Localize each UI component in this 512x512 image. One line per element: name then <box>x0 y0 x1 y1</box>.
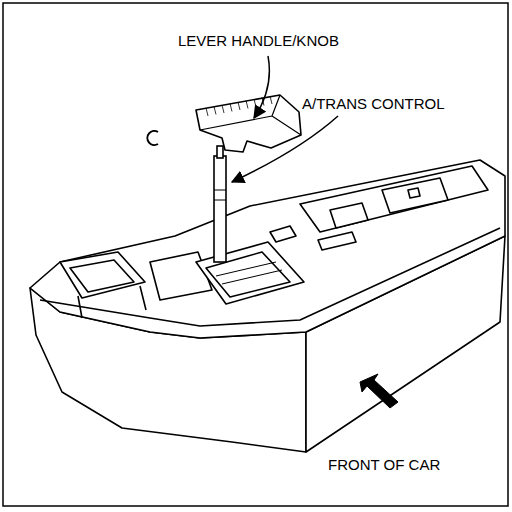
knurl-tick <box>222 105 224 113</box>
cup-tray-inner <box>70 260 134 292</box>
storage-lid <box>300 166 488 232</box>
part-label: A/TRANS CONTROL <box>300 95 447 113</box>
lever-tip <box>217 146 223 158</box>
frame-border <box>3 3 508 506</box>
retaining-clip <box>147 131 158 145</box>
knurl-tick <box>214 107 216 115</box>
console-body <box>30 160 505 452</box>
cup-tray <box>60 252 145 298</box>
shaft-rings <box>214 190 226 200</box>
direction-arrow <box>360 374 398 408</box>
knob-knurl <box>206 96 272 116</box>
indicator-lines <box>216 262 282 284</box>
trim-panel <box>150 252 212 300</box>
knurl-tick <box>254 99 256 107</box>
small-knob <box>270 226 296 242</box>
lid-latch <box>408 188 420 198</box>
console-top-edge <box>40 228 500 326</box>
lever-shaft <box>214 156 226 262</box>
tray-lines <box>78 286 146 318</box>
console-top-face <box>30 160 505 338</box>
knob-leader <box>254 56 269 118</box>
knob-edges <box>200 95 301 135</box>
shift-lever <box>214 146 226 262</box>
lid-button <box>330 203 368 228</box>
leader-lines <box>232 56 338 182</box>
knurl-tick <box>270 96 272 104</box>
shift-bezel <box>196 242 304 304</box>
lid-panel <box>382 178 448 213</box>
knurl-tick <box>230 104 232 112</box>
part-label: LEVER HANDLE/KNOB <box>176 32 341 50</box>
small-switch <box>318 232 356 250</box>
knurl-tick <box>206 108 208 116</box>
part-label: FRONT OF CAR <box>326 456 442 474</box>
knurl-tick <box>238 102 240 110</box>
control-leader <box>232 116 338 182</box>
knurl-tick <box>246 101 248 109</box>
knob-body <box>196 95 301 152</box>
lever-knob <box>147 95 301 152</box>
